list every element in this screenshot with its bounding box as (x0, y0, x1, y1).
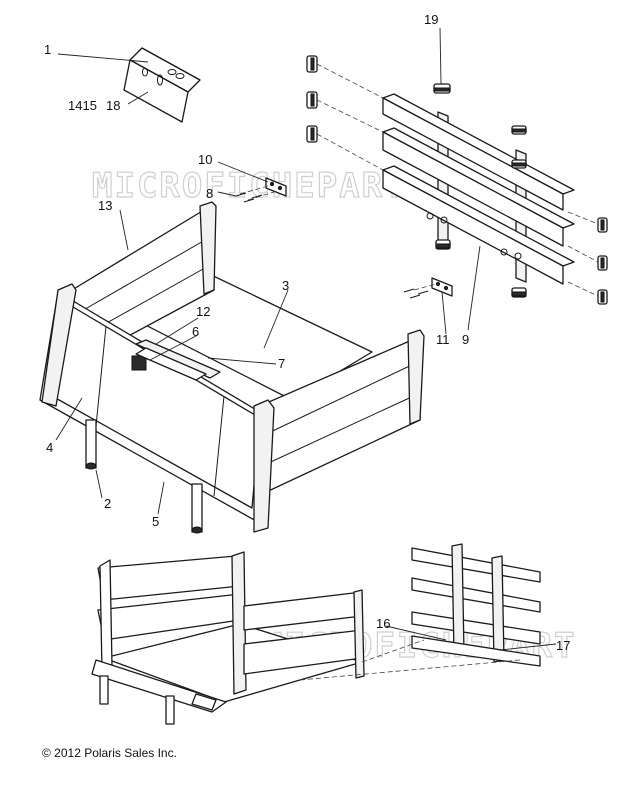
callout-6: 6 (192, 324, 199, 339)
callout-1: 1 (44, 42, 51, 57)
callout-12: 12 (196, 304, 210, 319)
callout-leaders (55, 27, 557, 651)
bracket-plate-part (123, 47, 201, 123)
hinge-bracket-upper-part (235, 177, 287, 203)
tailgate-rails-part (306, 55, 608, 305)
callout-11: 11 (436, 332, 450, 347)
callout-16: 16 (376, 616, 390, 631)
callout-7: 7 (278, 356, 285, 371)
copyright-text: © 2012 Polaris Sales Inc. (42, 746, 177, 760)
callout-8: 8 (206, 186, 213, 201)
lower-box-assembly (91, 543, 541, 725)
callouts: 1 1415 18 19 10 8 13 3 12 6 7 4 2 5 11 9… (44, 12, 570, 653)
callout-18: 18 (106, 98, 120, 113)
callout-10: 10 (198, 152, 212, 167)
callout-1415: 1415 (68, 98, 97, 113)
callout-4: 4 (46, 440, 53, 455)
callout-19: 19 (424, 12, 438, 27)
callout-13: 13 (98, 198, 112, 213)
callout-2: 2 (104, 496, 111, 511)
callout-9: 9 (462, 332, 469, 347)
cargo-box-assembly (39, 201, 425, 534)
callout-3: 3 (282, 278, 289, 293)
callout-5: 5 (152, 514, 159, 529)
callout-17: 17 (556, 638, 570, 653)
hinge-bracket-lower-part (403, 277, 453, 299)
